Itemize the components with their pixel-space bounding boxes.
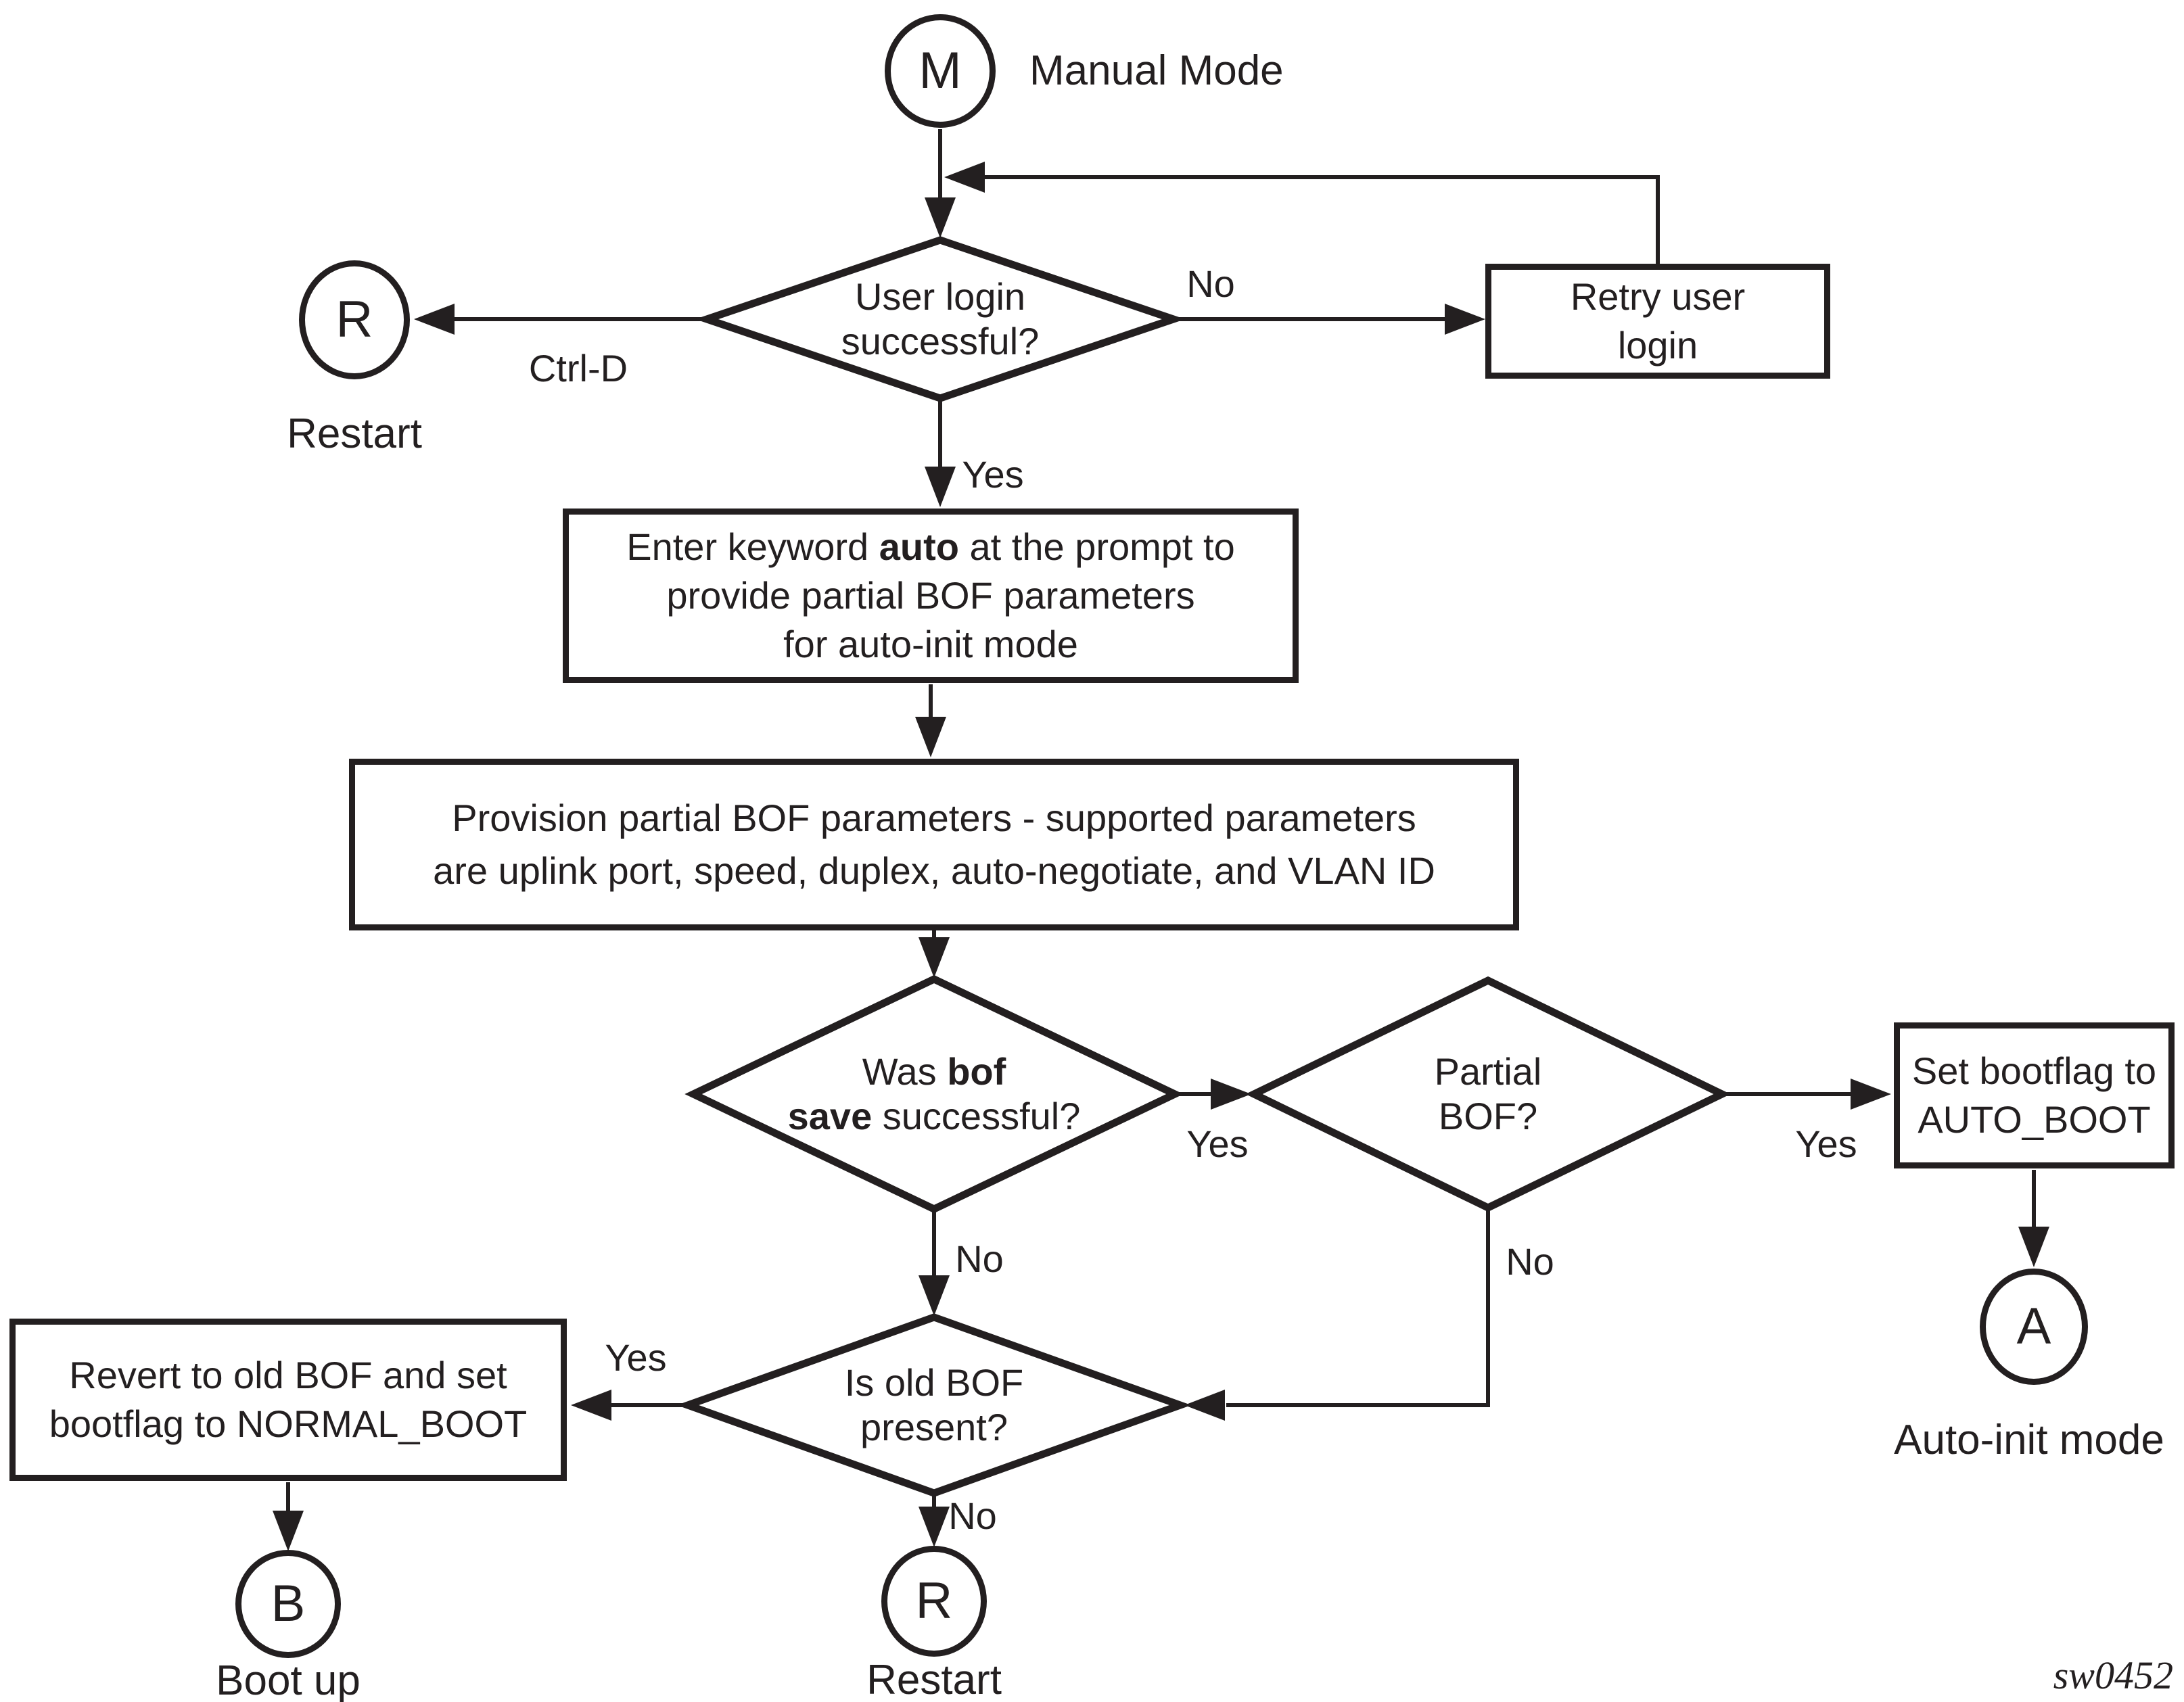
process-provision: Provision partial BOF parameters - suppo…: [349, 759, 1519, 930]
terminal-restart-bottom: R: [881, 1546, 987, 1657]
arrow-start-to-login: [925, 197, 956, 238]
arrow-login-ctrl-d: [414, 304, 455, 335]
process-set-bootflag-line2: AUTO_BOOT: [1918, 1098, 2151, 1141]
process-provision-line1: Provision partial BOF parameters - suppo…: [452, 797, 1416, 839]
label-restart-bottom: Restart: [866, 1657, 1002, 1702]
terminal-manual-mode-letter: M: [919, 42, 962, 99]
terminal-auto-init: A: [1980, 1269, 2088, 1385]
terminal-boot-up-letter: B: [271, 1575, 306, 1632]
decision-bofsave-line2: save successful?: [788, 1094, 1081, 1139]
enter-auto-line1-post: at the prompt to: [958, 525, 1235, 568]
arrow-oldbof-no: [919, 1507, 950, 1547]
arrow-oldbof-yes: [571, 1390, 611, 1421]
bofsave-line2-post: successful?: [872, 1095, 1081, 1137]
decision-partialbof-text: Partial BOF?: [1435, 1049, 1542, 1139]
decision-login-line2: successful?: [841, 320, 1040, 362]
decision-bofsave-text: Was bof save successful?: [788, 1049, 1081, 1139]
arrow-partial-no: [1184, 1390, 1225, 1421]
arrow-revert-to-bootup: [273, 1511, 304, 1551]
process-enter-auto: Enter keyword auto at the prompt to prov…: [563, 509, 1299, 683]
decision-login-diamond: [695, 236, 1186, 402]
label-oldbof-yes: Yes: [605, 1336, 667, 1379]
label-bofsave-no: No: [955, 1237, 1004, 1280]
label-partial-yes: Yes: [1795, 1122, 1857, 1165]
decision-partialbof-diamond: [1245, 976, 1731, 1212]
terminal-restart-top: R: [299, 260, 410, 379]
decision-oldbof-text: Is old BOF present?: [845, 1361, 1024, 1450]
bofsave-line1-bold: bof: [947, 1050, 1006, 1093]
terminal-restart-bottom-letter: R: [915, 1572, 953, 1630]
terminal-manual-mode: M: [885, 14, 996, 128]
label-bofsave-yes: Yes: [1186, 1122, 1249, 1165]
process-enter-auto-line3: for auto-init mode: [783, 623, 1078, 665]
label-login-ctrl-d: Ctrl-D: [528, 347, 628, 389]
label-boot-up: Boot up: [216, 1657, 361, 1702]
terminal-restart-top-letter: R: [335, 291, 373, 348]
label-login-no: No: [1186, 262, 1235, 305]
decision-bofsave-line1: Was bof: [788, 1049, 1081, 1094]
label-auto-init: Auto-init mode: [1894, 1417, 2164, 1463]
process-revert-line2: bootflag to NORMAL_BOOT: [49, 1402, 528, 1445]
decision-login-text: User login successful?: [841, 275, 1040, 364]
bofsave-line1-pre: Was: [862, 1050, 948, 1093]
terminal-auto-init-letter: A: [2016, 1298, 2051, 1355]
decision-partialbof-line1: Partial: [1434, 1050, 1542, 1093]
process-retry-login-line2: login: [1617, 324, 1698, 367]
label-restart-top: Restart: [287, 410, 422, 457]
label-oldbof-no: No: [948, 1494, 997, 1537]
arrow-retry-loop: [944, 162, 985, 193]
decision-partialbof-line2: BOF?: [1438, 1095, 1538, 1137]
arrow-bofsave-no: [919, 1275, 950, 1316]
label-manual-mode: Manual Mode: [1029, 47, 1284, 94]
decision-oldbof-diamond: [676, 1313, 1192, 1497]
label-partial-no: No: [1506, 1240, 1554, 1283]
process-set-bootflag: Set bootflag to AUTO_BOOT: [1894, 1022, 2175, 1168]
enter-auto-line1-pre: Enter keyword: [626, 525, 879, 568]
enter-auto-line1-bold: auto: [879, 525, 959, 568]
arrow-setbootflag-to-autoinit: [2018, 1227, 2049, 1267]
arrow-bofsave-yes: [1211, 1079, 1251, 1110]
process-revert: Revert to old BOF and set bootflag to NO…: [9, 1319, 567, 1481]
decision-bofsave-diamond: [684, 974, 1184, 1214]
figure-id: sw0452: [2053, 1653, 2173, 1697]
arrow-login-no: [1445, 304, 1485, 335]
arrow-enter-to-provision: [915, 717, 946, 757]
arrow-login-yes: [925, 467, 956, 507]
process-provision-line2: are uplink port, speed, duplex, auto-neg…: [433, 849, 1435, 892]
process-retry-login-line1: Retry user: [1570, 275, 1746, 318]
decision-oldbof-line1: Is old BOF: [844, 1361, 1024, 1404]
arrow-provision-to-bofsave: [919, 937, 950, 978]
decision-oldbof-line2: present?: [860, 1406, 1008, 1448]
terminal-boot-up: B: [235, 1550, 341, 1658]
arrow-partial-yes: [1851, 1079, 1891, 1110]
process-enter-auto-line2: provide partial BOF parameters: [666, 574, 1195, 617]
bofsave-line2-bold: save: [787, 1095, 873, 1137]
process-revert-line1: Revert to old BOF and set: [69, 1354, 507, 1396]
label-login-yes: Yes: [962, 453, 1024, 496]
decision-login-line1: User login: [854, 275, 1026, 318]
process-set-bootflag-line1: Set bootflag to: [1911, 1049, 2157, 1092]
process-enter-auto-line1: Enter keyword auto at the prompt to: [626, 523, 1235, 571]
process-retry-login: Retry user login: [1485, 264, 1830, 379]
